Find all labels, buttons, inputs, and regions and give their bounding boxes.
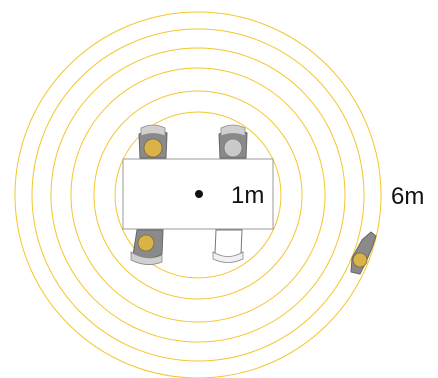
center-dot	[195, 190, 203, 198]
ring-5	[31, 28, 365, 362]
ring-3	[70, 67, 326, 323]
distance-label-1m: 1m	[231, 182, 265, 209]
ring-6	[14, 11, 382, 378]
chair-bottom-right	[212, 229, 244, 263]
ring-4	[50, 47, 346, 343]
walking-person	[350, 231, 377, 275]
ring-2	[93, 90, 303, 300]
person-head-walking	[352, 252, 368, 268]
chair-bottom-left	[130, 229, 164, 265]
person-head-bottom-left	[137, 234, 155, 252]
person-head-top-left	[143, 138, 163, 158]
ring-1	[114, 111, 282, 279]
chair-top-left	[138, 124, 168, 159]
person-head-top-right	[223, 138, 243, 158]
distance-label-6m: 6m	[391, 183, 425, 210]
distance-rings	[14, 11, 382, 378]
chair-top-right	[218, 124, 248, 159]
